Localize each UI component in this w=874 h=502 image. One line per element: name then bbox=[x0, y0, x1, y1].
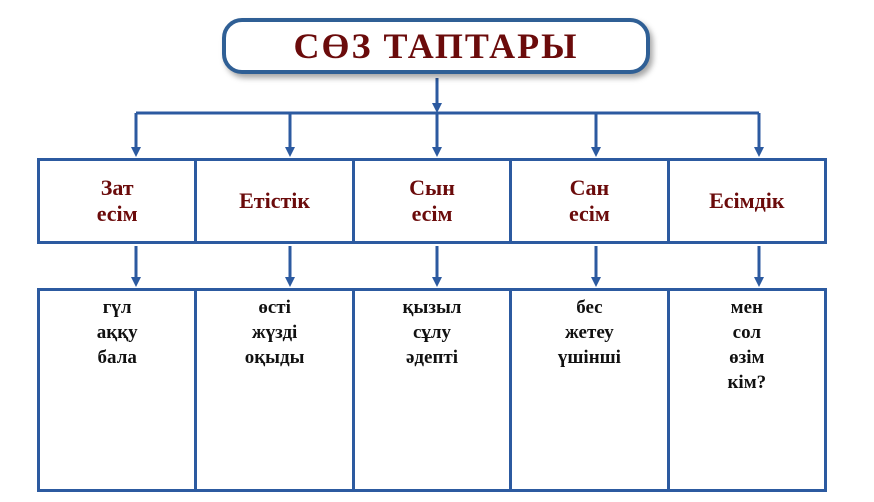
category-label: Сан bbox=[569, 175, 610, 200]
example-word: үшінші bbox=[557, 347, 621, 368]
example-cell-5: мен сол өзім кім? bbox=[670, 291, 824, 489]
example-word: сұлу bbox=[412, 322, 452, 343]
example-word: гүл bbox=[102, 297, 132, 318]
category-cell-4: Сан есім bbox=[512, 161, 670, 241]
title-box: СӨЗ ТАПТАРЫ bbox=[222, 18, 650, 74]
category-label: Етістік bbox=[239, 188, 311, 213]
category-label: есім bbox=[411, 201, 453, 226]
category-label: Есімдік bbox=[709, 188, 785, 213]
example-word: бала bbox=[97, 347, 137, 368]
diagram-title: СӨЗ ТАПТАРЫ bbox=[293, 26, 579, 66]
example-word: мен bbox=[730, 297, 763, 318]
example-word: аққу bbox=[96, 322, 138, 343]
example-cell-4: бес жетеу үшінші bbox=[512, 291, 670, 489]
category-cell-1: Зат есім bbox=[40, 161, 198, 241]
example-word: жүзді bbox=[251, 322, 298, 343]
category-cell-3: Сын есім bbox=[355, 161, 513, 241]
example-word: сол bbox=[732, 322, 761, 343]
example-cell-3: қызыл сұлу әдепті bbox=[355, 291, 513, 489]
example-word: қызыл bbox=[402, 297, 462, 318]
category-row: Зат есім Етістік Сын есім Сан есім Есімд… bbox=[37, 158, 827, 244]
example-word: өзім bbox=[729, 347, 765, 368]
example-word: бес bbox=[576, 297, 603, 318]
examples-row: гүл аққу бала өсті жүзді оқыды қызыл сұл… bbox=[37, 288, 827, 492]
example-word: өсті bbox=[258, 297, 291, 318]
category-cell-5: Есімдік bbox=[670, 161, 824, 241]
example-cell-2: өсті жүзді оқыды bbox=[197, 291, 355, 489]
example-word: кім? bbox=[727, 372, 767, 393]
category-label: Сын bbox=[409, 175, 455, 200]
category-label: есім bbox=[96, 201, 138, 226]
category-cell-2: Етістік bbox=[197, 161, 355, 241]
example-cell-1: гүл аққу бала bbox=[40, 291, 198, 489]
example-word: оқыды bbox=[244, 347, 305, 368]
example-word: әдепті bbox=[405, 347, 459, 368]
category-label: Зат bbox=[100, 175, 134, 200]
example-word: жетеу bbox=[565, 322, 614, 343]
category-label: есім bbox=[568, 201, 610, 226]
